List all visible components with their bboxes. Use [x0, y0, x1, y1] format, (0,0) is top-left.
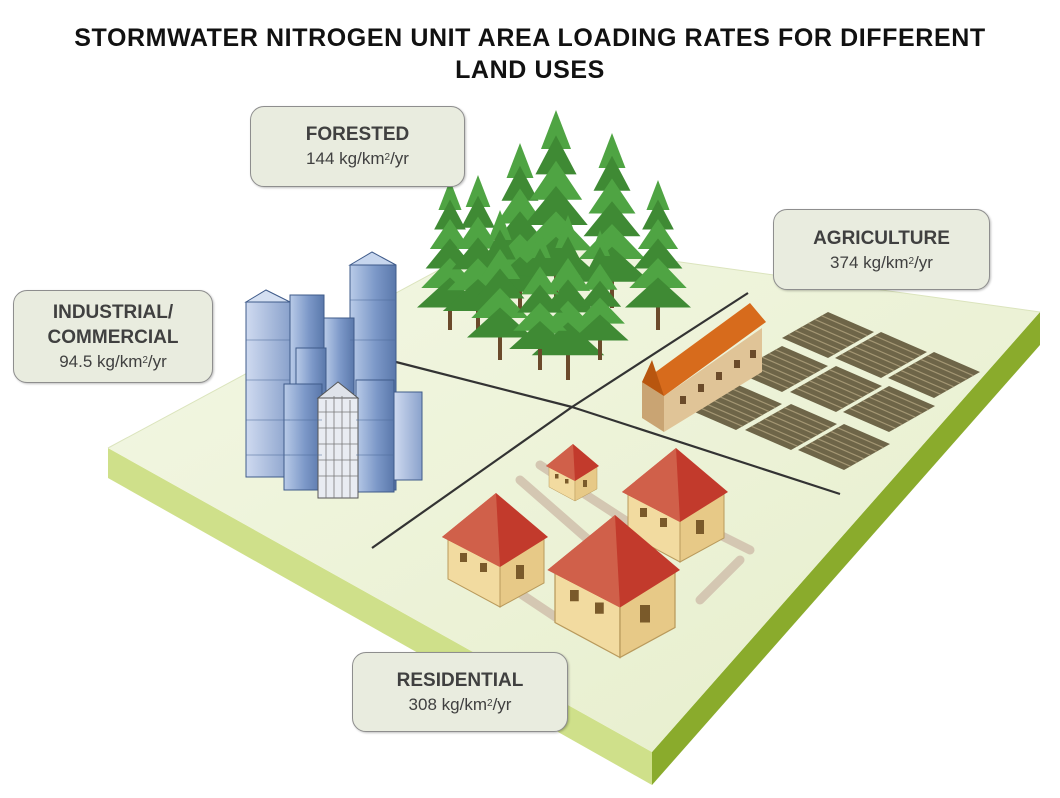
crop-field-icon [690, 384, 782, 430]
pine-tree-icon [509, 230, 571, 370]
residential-callout: RESIDENTIAL 308 kg/km2/yr [352, 652, 568, 732]
crop-field-icon [745, 404, 837, 450]
crop-fields [690, 312, 980, 470]
industrial-label-line1: INDUSTRIAL/ [52, 302, 174, 323]
agriculture-callout: AGRICULTURE 374 kg/km2/yr [773, 209, 990, 290]
forested-label: FORESTED [305, 124, 410, 145]
forested-rate: 144 kg/km2/yr [306, 149, 409, 168]
pine-tree-icon [573, 133, 651, 308]
crop-field-icon [782, 312, 874, 358]
forest-trees [417, 110, 691, 380]
crop-field-icon [843, 386, 935, 432]
residential-label: RESIDENTIAL [396, 670, 524, 691]
skyscraper-group [244, 251, 423, 499]
house-icon [547, 515, 680, 659]
industrial-commercial-callout: INDUSTRIAL/ COMMERCIAL 94.5 kg/km2/yr [13, 290, 213, 383]
house-icon [442, 493, 548, 608]
diagram-title: STORMWATER NITROGEN UNIT AREA LOADING RA… [74, 24, 986, 84]
crop-field-icon [888, 352, 980, 398]
agriculture-label: AGRICULTURE [813, 228, 950, 249]
zone-divider-lines [371, 292, 841, 549]
crop-field-icon [736, 346, 828, 392]
pine-tree-icon [571, 230, 629, 360]
industrial-label-line2: COMMERCIAL [47, 327, 179, 348]
residential-rate: 308 kg/km2/yr [408, 695, 512, 714]
ground-right-side [652, 312, 1040, 785]
crop-field-icon [835, 332, 927, 378]
barn-icon [642, 303, 766, 432]
skyscraper-icon [244, 251, 423, 499]
crop-field-icon [798, 424, 890, 470]
house-icon [546, 444, 599, 502]
forested-callout: FORESTED 144 kg/km2/yr [250, 106, 465, 187]
house-icon [622, 448, 728, 563]
pine-tree-icon [467, 210, 533, 360]
houses [442, 444, 728, 659]
industrial-rate: 94.5 kg/km2/yr [59, 352, 167, 371]
pine-tree-icon [625, 180, 691, 330]
crop-field-icon [790, 366, 882, 412]
agriculture-rate: 374 kg/km2/yr [830, 253, 933, 272]
